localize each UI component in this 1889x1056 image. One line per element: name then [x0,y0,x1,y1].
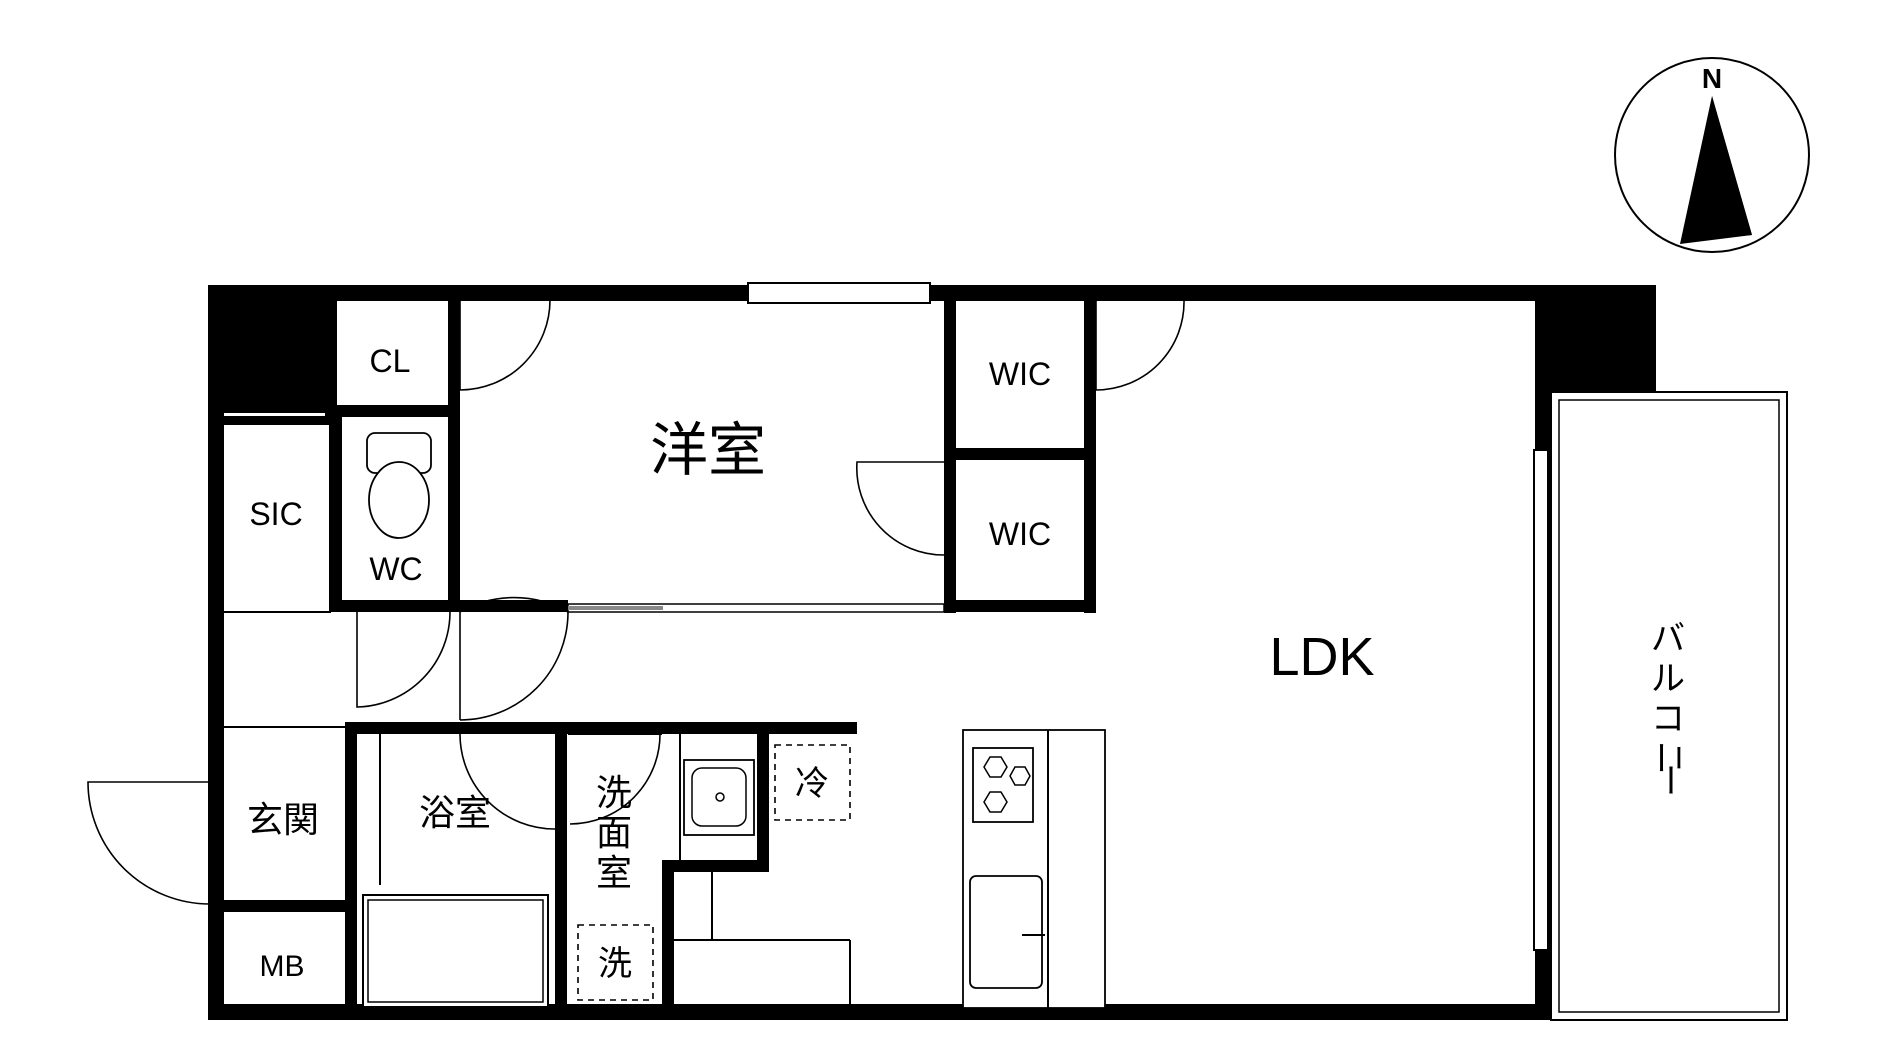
label-toilet: WC [369,551,422,587]
north-label: N [1702,63,1722,94]
label-wic-lower: WIC [989,516,1051,552]
balcony [1533,391,1788,1021]
north-arrow-highlight [1712,96,1752,238]
thin-partitions [222,603,945,1004]
label-washer: 洗 [598,945,632,983]
label-balcony-5: ー [1650,763,1688,797]
label-entrance: 玄関 [247,799,319,840]
label-balcony-3: コ [1651,700,1685,738]
room-labels: 洋室 LDK CL WIC WIC SIC WC 玄関 MB 浴室 洗 面 室 … [247,343,1688,983]
label-closet: CL [370,343,411,379]
label-wic-upper: WIC [989,356,1051,392]
window-western-room [747,282,931,304]
label-washroom-3: 室 [596,852,632,893]
fixtures [362,432,1106,1009]
label-balcony-4: ニ [1650,741,1688,775]
label-balcony-1: バ [1651,620,1685,658]
label-bathroom: 浴室 [419,792,491,833]
label-shoe-closet: SIC [249,496,302,532]
label-fridge: 冷 [795,765,829,803]
label-meter-box: MB [260,950,305,983]
doors [87,299,1185,905]
label-washroom-1: 洗 [596,772,632,813]
label-balcony-2: ル [1651,660,1685,698]
label-western-room: 洋室 [650,418,766,483]
compass: N [1614,57,1810,253]
label-ldk: LDK [1269,627,1374,687]
label-washroom-2: 面 [596,812,632,853]
interior-walls [210,285,1096,1012]
